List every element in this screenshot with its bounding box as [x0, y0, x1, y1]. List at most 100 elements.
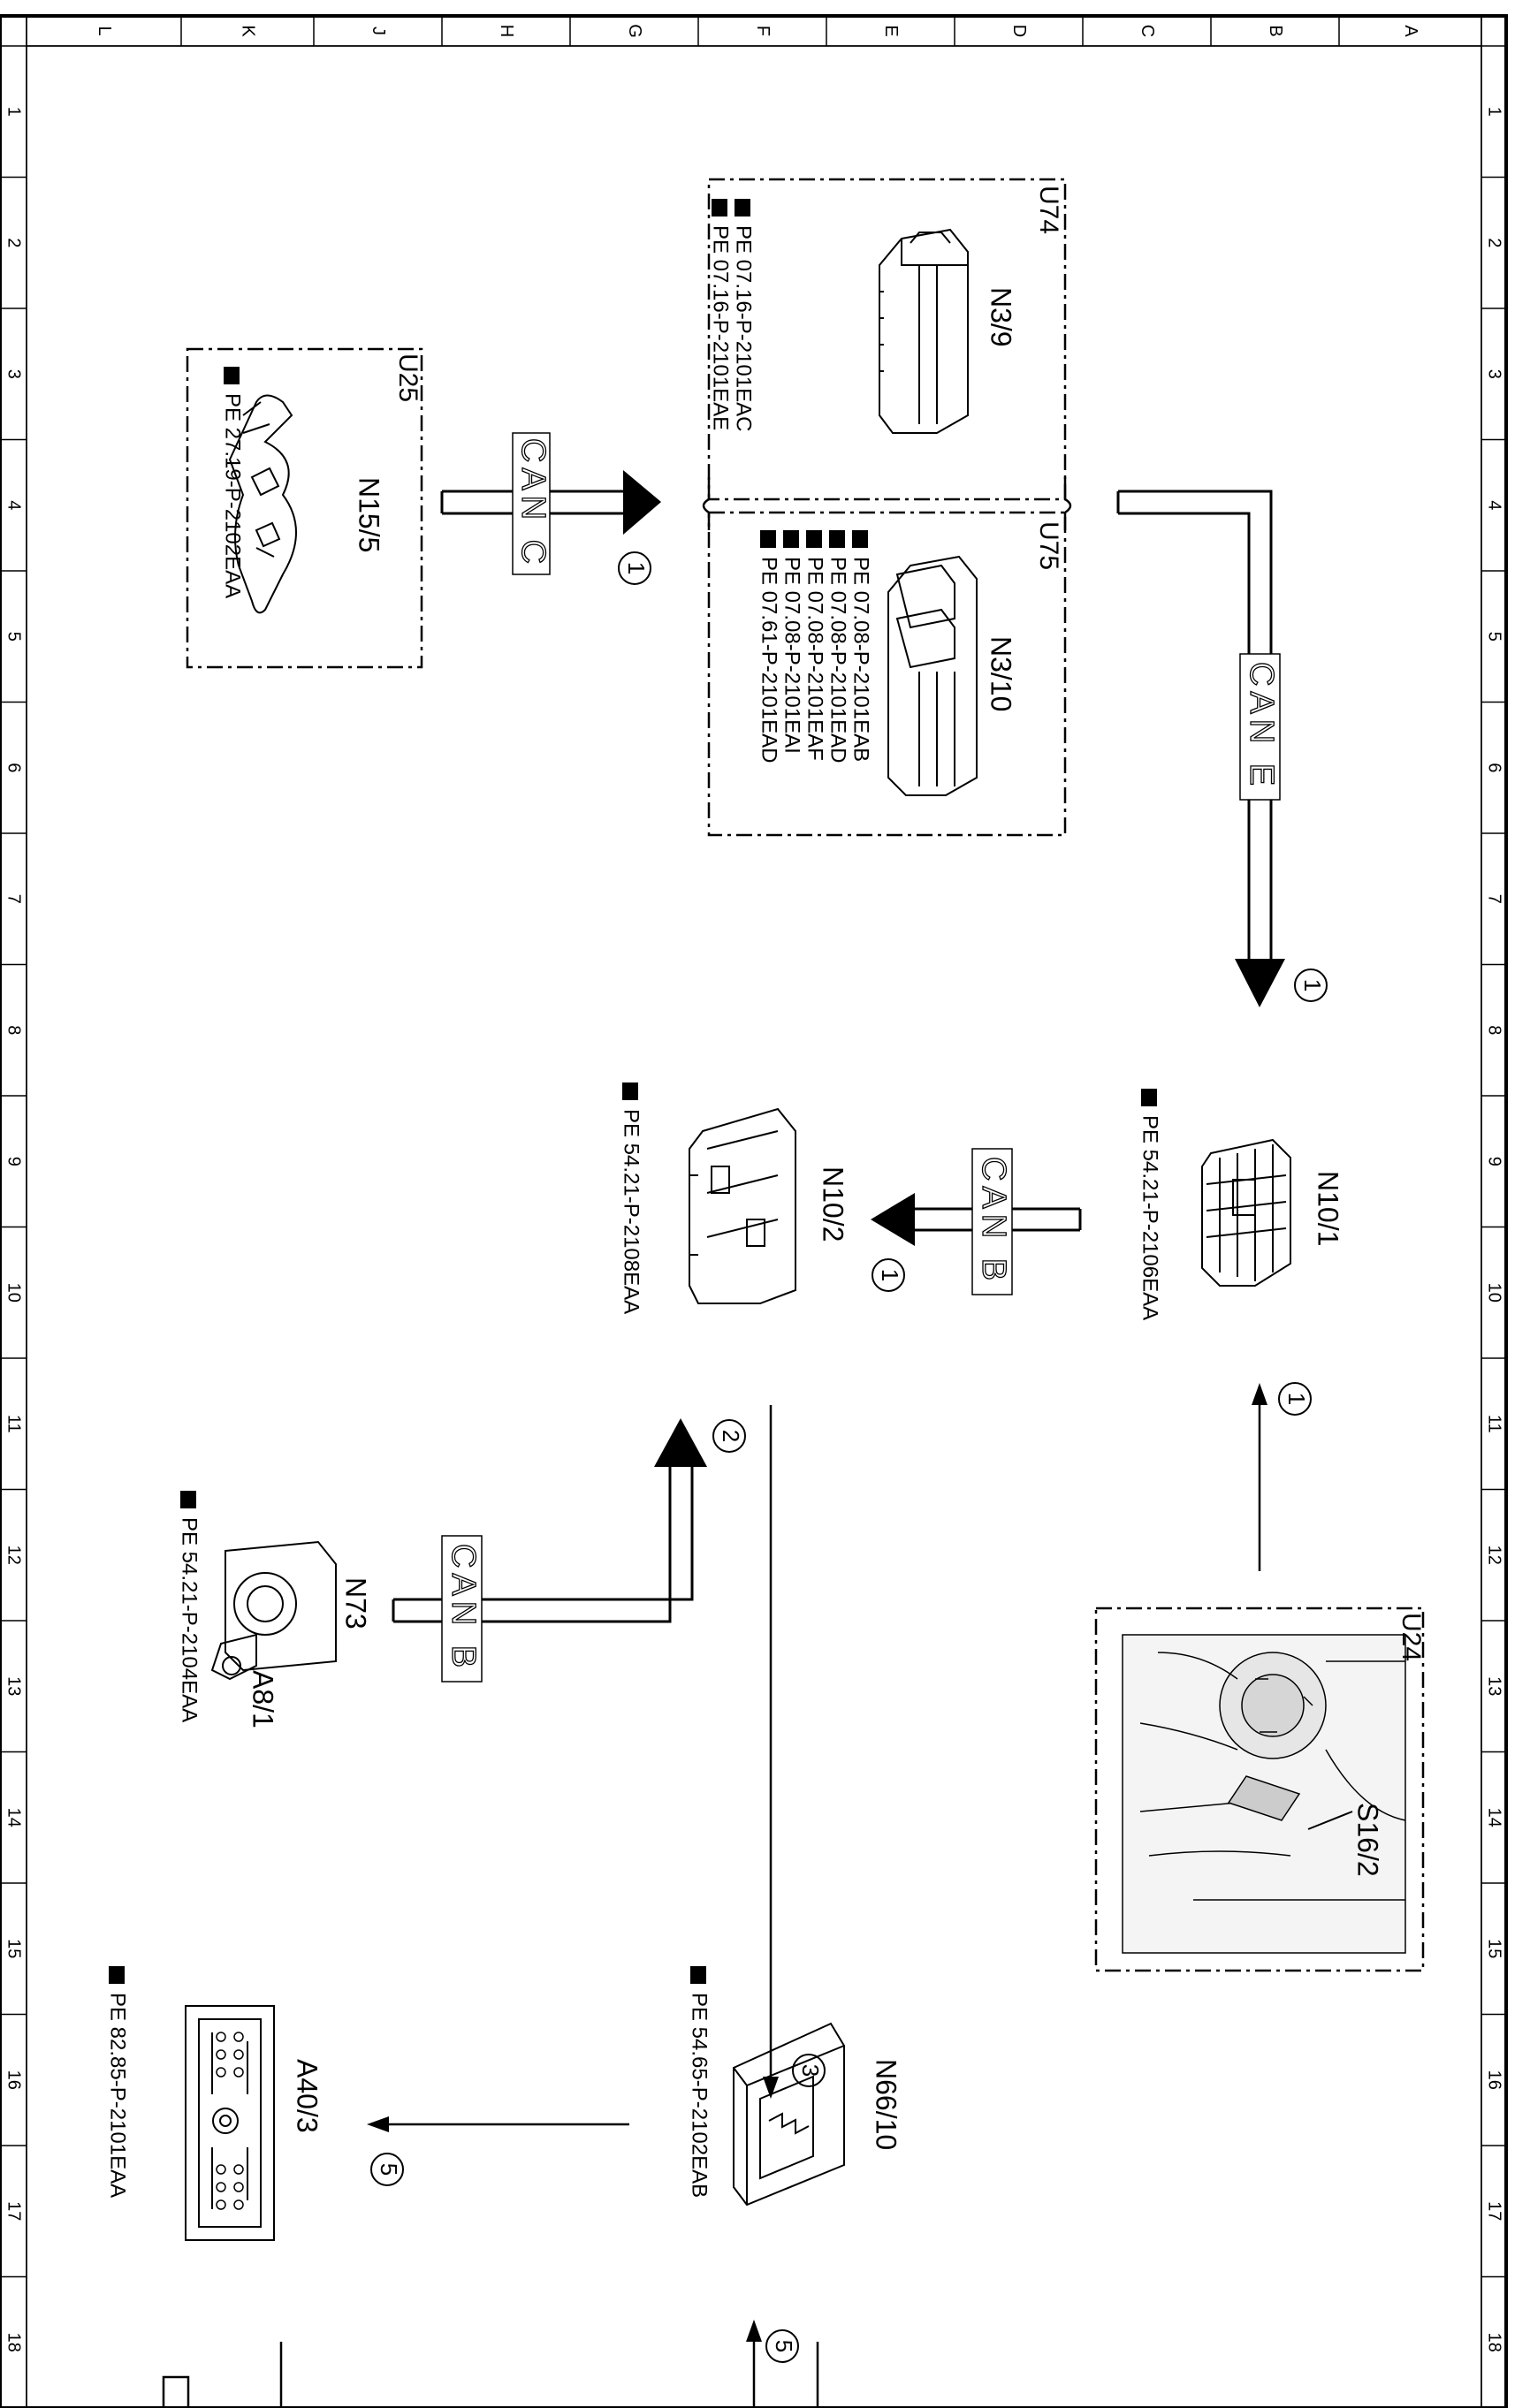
component-label-n3-10: N3/10: [986, 636, 1017, 711]
row-label-right: 17: [1485, 2201, 1504, 2221]
row-label-left: 6: [4, 763, 24, 772]
row-label-right: 11: [1485, 1415, 1504, 1433]
manual-reference-icon: [109, 1966, 125, 1984]
row-label-right: 18: [1485, 2333, 1504, 2352]
manual-reference-icon: [224, 367, 240, 384]
group-braces: [702, 477, 1072, 530]
row-label-left: 18: [4, 2333, 24, 2352]
component-label-n66-10: N66/10: [871, 2059, 902, 2150]
bus-label-text: CAN B: [445, 1544, 482, 1673]
can-e-line: [1116, 490, 1273, 959]
group-label-u25: U25: [393, 353, 422, 402]
bus-label-text: CAN E: [1243, 662, 1280, 791]
ref-entry: PE 07.16-P-2101EAE: [709, 199, 733, 430]
row-label-left: 17: [4, 2201, 24, 2221]
column-ticks: [26, 16, 1482, 46]
step-circle: 2: [712, 1419, 746, 1453]
row-label-right: 15: [1485, 1939, 1504, 1958]
component-label-s16-2: S16/2: [1352, 1803, 1384, 1877]
step-circle: 5: [370, 2153, 404, 2186]
ref-text: PE 54.65-P-2102EAB: [688, 1993, 712, 2198]
row-label-right: 7: [1485, 894, 1504, 904]
step-circle: 5: [765, 2329, 799, 2363]
ref-text: PE 07.08-P-2101EAD: [826, 557, 850, 763]
ref-entry: PE 07.08-P-2101EAF: [803, 530, 827, 761]
svg-text:3: 3: [797, 2064, 824, 2077]
ref-text: PE 07.16-P-2101EAC: [732, 225, 756, 431]
svg-text:1: 1: [1299, 979, 1326, 991]
ref-text: PE 27.19-P-2102EAA: [221, 393, 245, 598]
bus-label-can-e: CAN E: [1239, 653, 1281, 801]
group-boxes: [186, 178, 1425, 1972]
row-label-right: 16: [1485, 2070, 1504, 2090]
row-label-right: 10: [1485, 1283, 1504, 1303]
manual-reference-icon: [760, 530, 776, 548]
component-labels: N15/5 N3/9 N3/10 N10/1 N10/2 N73 A8/1 S1…: [247, 287, 1384, 2150]
row-label-right: 3: [1485, 369, 1504, 379]
manual-reference-icon: [783, 530, 799, 548]
row-label-left: 13: [4, 1676, 24, 1696]
bus-lines: [162, 490, 1273, 2408]
row-label-left: 15: [4, 1939, 24, 1958]
n10-1-illustration: [1201, 1138, 1291, 1287]
row-label-right: 8: [1485, 1025, 1504, 1035]
row-label-left: 8: [4, 1025, 24, 1035]
row-label-right: 1: [1485, 107, 1504, 117]
row-label-right: 4: [1485, 500, 1504, 510]
step-circle: 1: [1294, 969, 1328, 1002]
ref-text: PE 82.85-P-2101EAA: [106, 1993, 130, 2198]
bus-label-text: CAN B: [975, 1157, 1012, 1286]
ref-text: PE 07.08-P-2101EAI: [780, 557, 804, 754]
row-label-left: 2: [4, 238, 24, 247]
bus-label-can-b-1: CAN B: [971, 1148, 1013, 1295]
n66-10-illustration: [733, 2022, 845, 2207]
bus-label-can-b-2: CAN B: [441, 1535, 483, 1683]
row-label-left: 7: [4, 894, 24, 904]
svg-text:1: 1: [1283, 1393, 1310, 1405]
can-b-line-2: [392, 1467, 694, 1623]
row-ticks: [0, 45, 1506, 2408]
component-label-n15-5: N15/5: [354, 477, 385, 552]
row-label-left: 9: [4, 1157, 24, 1166]
ref-text: PE 07.08-P-2101EAF: [803, 557, 827, 761]
group-labels: U25 U74 U75 U24: [393, 186, 1426, 1661]
u74-box: [707, 178, 1067, 501]
n10-2-illustration: [689, 1107, 796, 1304]
row-label-left: 5: [4, 632, 24, 642]
ref-entry: PE 54.21-P-2106EAA: [1138, 1089, 1162, 1320]
manual-reference-icon: [852, 530, 868, 548]
can-b-1-arrow-head: [871, 1193, 915, 1246]
can-e-arrow-head: [1235, 959, 1285, 1007]
manual-reference-icon: [712, 199, 727, 216]
n3-10-illustration: [887, 555, 978, 796]
ref-entry: PE 82.85-P-2101EAA: [106, 1966, 130, 2198]
row-label-left: 10: [4, 1283, 24, 1303]
bus-label-text: CAN C: [514, 438, 552, 569]
row-label-right: 14: [1485, 1808, 1504, 1827]
component-label-a8-1: A8/1: [247, 1670, 279, 1728]
row-label-left: 16: [4, 2070, 24, 2090]
ref-entry: PE 07.08-P-2101EAI: [780, 530, 804, 754]
svg-text:1: 1: [877, 1269, 903, 1281]
s16-2-illustration: [1122, 1634, 1406, 1954]
n66-10-arrow-head: [763, 2077, 779, 2099]
ref-entry: PE 07.08-P-2101EAD: [826, 530, 850, 763]
manual-reference-icon: [806, 530, 822, 548]
column-label: C: [1138, 25, 1157, 37]
u24-box: [1094, 1607, 1425, 1972]
component-label-n3-9: N3/9: [986, 287, 1017, 347]
group-label-u75: U75: [1034, 521, 1063, 570]
u25-box: [186, 347, 423, 669]
group-label-u24: U24: [1397, 1613, 1426, 1661]
column-label: F: [753, 26, 773, 36]
bottom-5-arrow-head: [746, 2320, 762, 2342]
ref-entry: PE 54.65-P-2102EAB: [688, 1966, 712, 2198]
svg-text:5: 5: [771, 2340, 797, 2352]
svg-text:1: 1: [623, 562, 650, 574]
ref-entry: PE 54.21-P-2104EAA: [178, 1491, 202, 1722]
manual-reference-icon: [180, 1491, 196, 1508]
row-label-left: 1: [4, 107, 24, 117]
ref-entry: PE 27.19-P-2102EAA: [221, 367, 245, 598]
